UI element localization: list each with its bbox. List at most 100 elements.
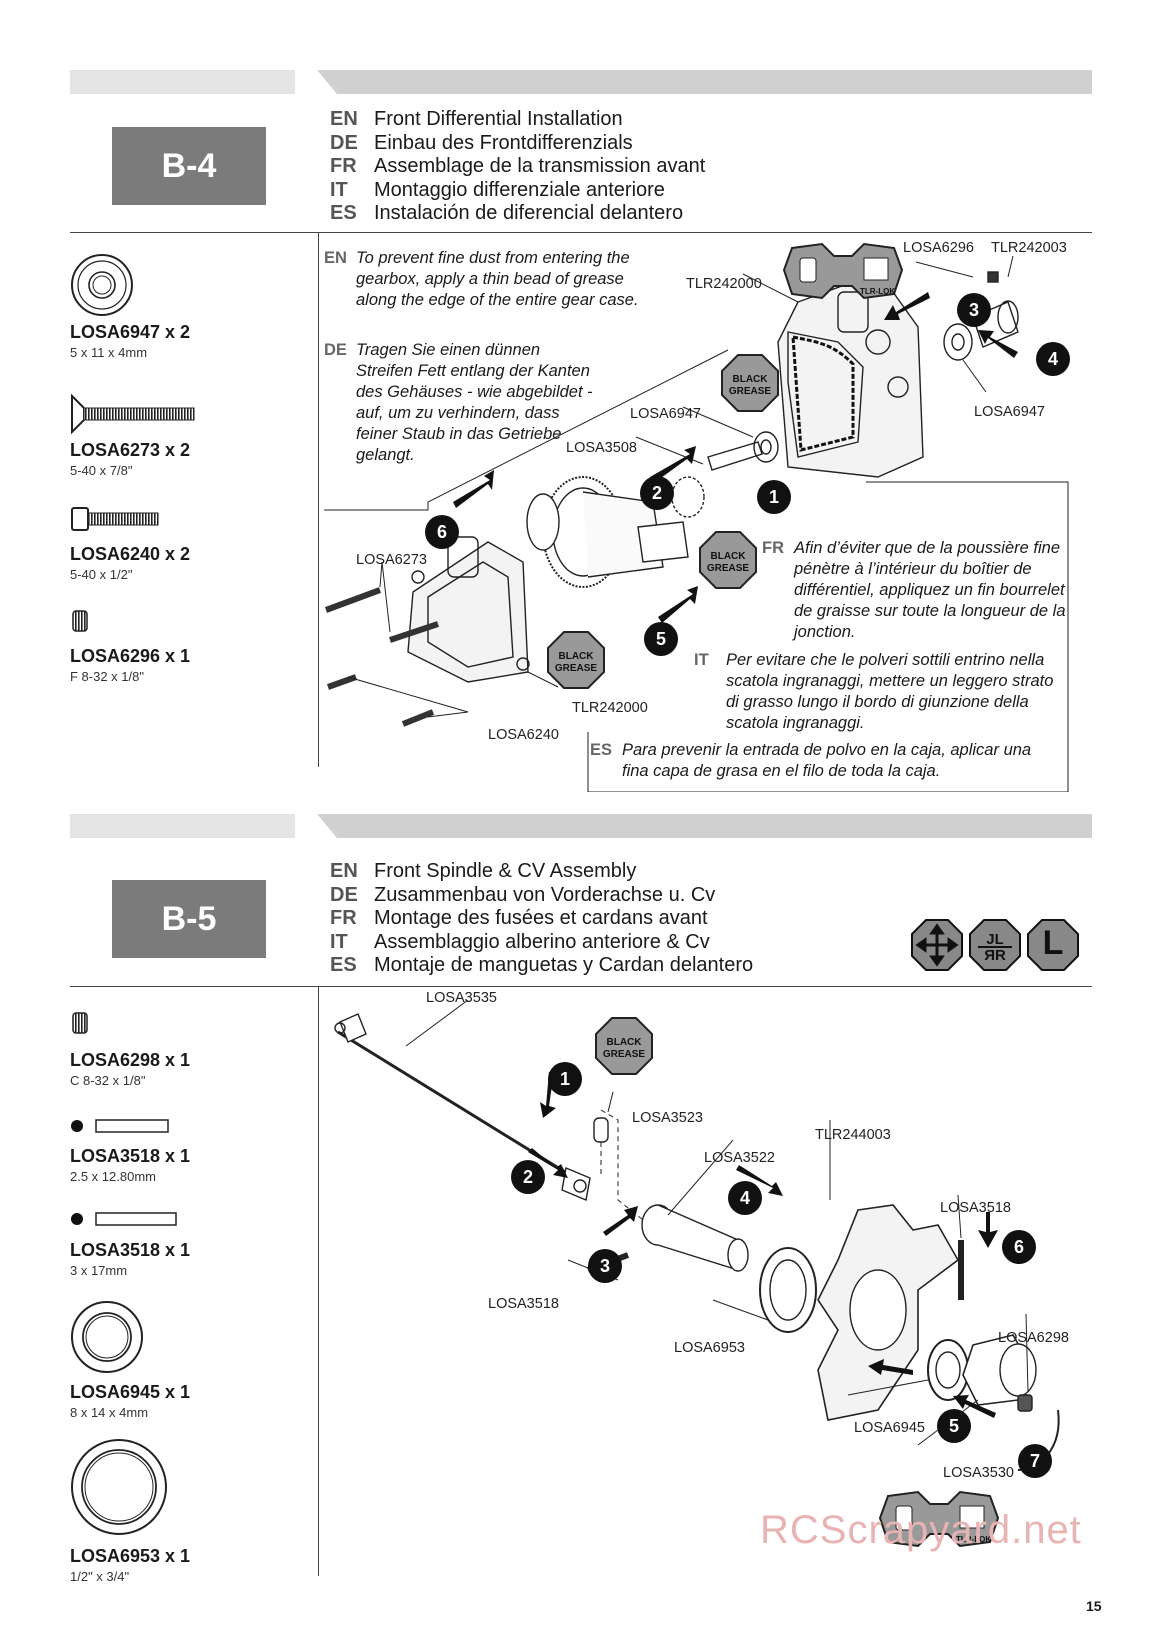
cap-screw-icon <box>71 507 159 531</box>
title-text: Montaje de manguetas y Cardan delantero <box>374 954 754 976</box>
part-number: LOSA6953 x 1 <box>70 1546 191 1566</box>
lang-code: DE <box>330 883 358 906</box>
step-number: 6 <box>1002 1230 1036 1264</box>
part-number: LOSA6947 x 2 <box>70 322 191 342</box>
label-losa3518-right: LOSA3518 <box>940 1200 1011 1216</box>
black-grease-sticker: BLACK GREASE <box>720 353 780 418</box>
lang-code: EN <box>330 860 358 882</box>
sticker-line2: GREASE <box>729 386 772 397</box>
title-text: Einbau des Frontdifferenzials <box>374 131 633 154</box>
part-size: 5-40 x 1/2" <box>70 567 133 582</box>
tlr-lok-sticker: TLR-LOK <box>878 1490 1000 1548</box>
label-losa6273: LOSA6273 <box>356 552 427 568</box>
label-losa6953: LOSA6953 <box>674 1340 745 1356</box>
part-size: 5 x 11 x 4mm <box>70 345 148 360</box>
sticker-line2: GREASE <box>707 563 750 574</box>
page-number: 15 <box>1086 1598 1102 1614</box>
b4-assembly-diagram <box>324 255 1069 792</box>
part-number: LOSA6945 x 1 <box>70 1382 191 1402</box>
bearing-icon <box>71 254 133 316</box>
watermark: RCScrapyard.net <box>760 1508 1082 1552</box>
title-text: Instalación de diferencial delantero <box>374 202 684 224</box>
tlr-lok-text: TLR-LOK <box>956 1535 991 1544</box>
lang-code: IT <box>694 651 709 669</box>
part-losa6273: LOSA6273 x 2 5-40 x 7/8" <box>70 440 190 478</box>
title-text: Assemblage de la transmission avant <box>374 155 706 177</box>
note-fr: FR Afin d’éviter que de la poussière fin… <box>762 538 1074 643</box>
part-losa6947: LOSA6947 x 2 5 x 11 x 4mm <box>70 322 190 360</box>
set-screw-icon <box>72 610 88 632</box>
side-letter-badge: L <box>1026 918 1080 972</box>
title-text: Zusammenbau von Vorderachse u. Cv <box>374 883 716 906</box>
lang-code: IT <box>330 178 348 201</box>
note-text: Para prevenir la entrada de polvo en la … <box>622 741 1032 780</box>
part-size: C 8-32 x 1/8" <box>70 1073 146 1088</box>
part-losa6240: LOSA6240 x 2 5-40 x 1/2" <box>70 544 190 582</box>
label-losa3522: LOSA3522 <box>704 1150 775 1166</box>
part-number: LOSA6298 x 1 <box>70 1050 191 1070</box>
step-number: 3 <box>957 293 991 327</box>
b5-assembly-diagram <box>334 1000 1060 1471</box>
label-losa6240: LOSA6240 <box>488 727 559 743</box>
part-number: LOSA6273 x 2 <box>70 440 191 460</box>
part-number: LOSA6296 x 1 <box>70 646 191 666</box>
bearing-icon <box>71 1301 143 1373</box>
label-losa3518-left: LOSA3518 <box>488 1296 559 1312</box>
note-it: IT Per evitare che le polveri sottili en… <box>694 650 1056 734</box>
lang-code: FR <box>330 155 357 177</box>
title-text: Front Spindle & CV Assembly <box>374 860 637 882</box>
b4-column-divider <box>318 232 319 767</box>
step-number: 5 <box>644 622 678 656</box>
black-grease-sticker: BLACK GREASE <box>698 530 758 595</box>
lang-code: ES <box>330 954 357 976</box>
part-size: 2.5 x 12.80mm <box>70 1169 156 1184</box>
part-losa3518-short: LOSA3518 x 1 2.5 x 12.80mm <box>70 1146 190 1184</box>
step-number: 7 <box>1018 1444 1052 1478</box>
sticker-line1: BLACK <box>733 374 769 385</box>
part-number: LOSA3518 x 1 <box>70 1146 191 1166</box>
label-tlr242003: TLR242003 <box>991 240 1067 256</box>
pin-icon <box>71 1119 169 1133</box>
black-grease-sticker: BLACK GREASE <box>594 1016 654 1081</box>
bearing-icon <box>71 1439 167 1535</box>
part-losa6298: LOSA6298 x 1 C 8-32 x 1/8" <box>70 1050 190 1088</box>
part-size: 3 x 17mm <box>70 1263 128 1278</box>
label-losa3523: LOSA3523 <box>632 1110 703 1126</box>
lang-code: ES <box>330 202 357 224</box>
lang-code: IT <box>330 930 348 953</box>
part-losa6296: LOSA6296 x 1 F 8-32 x 1/8" <box>70 646 190 684</box>
step-number: 2 <box>640 476 674 510</box>
lang-code: DE <box>330 131 358 154</box>
lang-code: ES <box>590 741 613 759</box>
label-losa3508: LOSA3508 <box>566 440 637 456</box>
sticker-line2: GREASE <box>603 1049 646 1060</box>
part-size: 5-40 x 7/8" <box>70 463 133 478</box>
section-band-b4 <box>70 70 1092 94</box>
b5-titles: EN Front Spindle & CV Assembly DE Zusammen… <box>330 860 753 978</box>
note-text: To prevent fine dust from entering the g… <box>356 249 639 309</box>
pin-icon <box>71 1212 177 1226</box>
note-de: DE Tragen Sie einen dünnen Streifen Fett… <box>324 340 596 466</box>
tlr-lok-sticker: TLR-LOK <box>782 242 904 300</box>
part-losa3518-long: LOSA3518 x 1 3 x 17mm <box>70 1240 190 1278</box>
part-size: 1/2" x 3/4" <box>70 1569 130 1584</box>
label-losa6947-mid: LOSA6947 <box>630 406 701 422</box>
label-losa3530: LOSA3530 <box>943 1465 1014 1481</box>
section-band-b5 <box>70 814 1092 838</box>
title-text: Montaggio differenziale anteriore <box>374 178 665 201</box>
flathead-screw-icon <box>71 394 195 434</box>
label-losa6296: LOSA6296 <box>903 240 974 256</box>
note-es: ES Para prevenir la entrada de polvo en … <box>590 740 1052 782</box>
step-number: 1 <box>757 480 791 514</box>
part-size: 8 x 14 x 4mm <box>70 1405 149 1420</box>
tlr-lok-text: TLR-LOK <box>860 287 895 296</box>
sticker-line2: GREASE <box>555 663 598 674</box>
label-losa3535: LOSA3535 <box>426 990 497 1006</box>
lang-code: FR <box>330 907 357 929</box>
side-letter: L <box>1042 924 1064 962</box>
b5-divider <box>70 986 1092 987</box>
step-number: 3 <box>588 1249 622 1283</box>
mirror-icon: JL ЯR <box>969 919 1021 971</box>
part-losa6953: LOSA6953 x 1 1/2" x 3/4" <box>70 1546 190 1584</box>
